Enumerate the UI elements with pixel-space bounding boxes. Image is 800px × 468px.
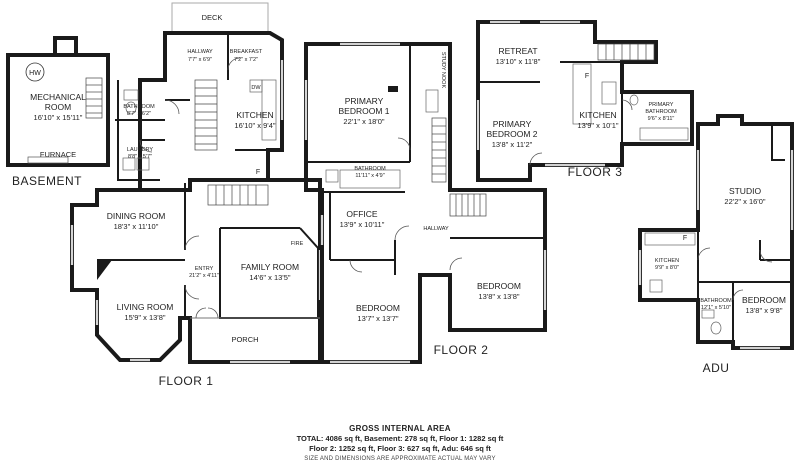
floor3-label: FLOOR 3 [568, 165, 623, 179]
studio-name: STUDIO [729, 186, 762, 196]
area-disclaimer: SIZE AND DIMENSIONS ARE APPROXIMATE ACTU… [304, 456, 496, 462]
laundry-name: LAUNDRY [127, 147, 154, 153]
basement-plan [6, 36, 110, 167]
bedroom2a-name: BEDROOM [356, 303, 400, 313]
area-floors-line: Floor 2: 1252 sq ft, Floor 3: 627 sq ft,… [309, 444, 491, 453]
fire-label: FIRE [291, 241, 304, 247]
study-nook-label: STUDY NOOK [440, 52, 446, 89]
bath-adu-dims: 12'1" x 5'10" [701, 305, 731, 311]
floor3-plan [476, 20, 694, 182]
primary-bedroom2-name: PRIMARY [493, 119, 532, 129]
primary-bedroom1-name-2: BEDROOM 1 [338, 106, 389, 116]
furnace-label: FURNACE [40, 150, 76, 159]
family-room-dims: 14'6" x 13'5" [249, 273, 290, 282]
entry-name: ENTRY [195, 266, 214, 272]
primary-bathroom-name: PRIMARY [649, 102, 674, 108]
mechanical-room-name-2: ROOM [45, 102, 71, 112]
bathroom-b-name: BATHROOM [123, 104, 155, 110]
bathroom2-name: BATHROOM [354, 166, 386, 172]
primary-bedroom1-name: PRIMARY [345, 96, 384, 106]
laundry-dims: 8'8" x 5'7" [128, 154, 152, 160]
bath-adu-name: BATHROOM [700, 298, 732, 304]
floor2-plan [304, 42, 547, 364]
bedroom2b-dims: 13'8" x 13'8" [478, 292, 519, 301]
hallway1-name: HALLWAY [187, 49, 213, 55]
breakfast-dims: 7'2" x 7'2" [234, 57, 258, 63]
fridge-label-3: F [585, 73, 589, 80]
primary-bathroom-dims: 9'6" x 8'11" [648, 116, 675, 122]
office-dims: 13'9" x 10'11" [340, 220, 385, 229]
adu-plan [638, 114, 794, 350]
porch-label: PORCH [231, 335, 258, 344]
primary-bedroom2-name-2: BEDROOM 2 [486, 129, 537, 139]
breakfast-name: BREAKFAST [230, 49, 263, 55]
primary-bathroom-name-2: BATHROOM [645, 109, 677, 115]
kitchen3-dims: 13'9" x 10'1" [577, 121, 618, 130]
dining-room-dims: 18'3" x 11'10" [114, 222, 159, 231]
basement-label: BASEMENT [12, 174, 82, 188]
kitchen1-dims: 16'10" x 9'4" [234, 121, 275, 130]
retreat-dims: 13'10" x 11'8" [496, 57, 541, 66]
area-total-line: TOTAL: 4086 sq ft, Basement: 278 sq ft, … [296, 434, 504, 443]
hw-label: HW [29, 70, 41, 77]
floor2-label: FLOOR 2 [434, 343, 489, 357]
studio-dims: 22'2" x 16'0" [724, 197, 765, 206]
mechanical-room-name: MECHANICAL [30, 92, 86, 102]
dw-label: DW [251, 85, 261, 91]
bedroom-adu-name: BEDROOM [742, 295, 786, 305]
kitchen-adu-name: KITCHEN [655, 258, 679, 264]
office-name: OFFICE [346, 209, 377, 219]
living-room-dims: 15'9" x 13'8" [124, 313, 165, 322]
hallway1-dims: 7'7" x 6'9" [188, 57, 212, 63]
retreat-name: RETREAT [498, 46, 537, 56]
floor1-plan [70, 2, 322, 364]
dining-room-name: DINING ROOM [107, 211, 166, 221]
kitchen1-name: KITCHEN [236, 110, 273, 120]
gross-internal-area: GROSS INTERNAL AREA TOTAL: 4086 sq ft, B… [0, 424, 800, 464]
bedroom2b-name: BEDROOM [477, 281, 521, 291]
fridge-label-1: F [256, 169, 260, 176]
adu-label: ADU [703, 361, 730, 375]
bedroom-adu-dims: 13'8" x 9'8" [746, 306, 783, 315]
entry-dims: 21'2" x 4'11" [189, 273, 219, 279]
deck-label: DECK [202, 13, 223, 22]
primary-bedroom1-dims: 22'1" x 18'0" [343, 117, 384, 126]
primary-bedroom2-dims: 13'8" x 11'2" [492, 140, 533, 149]
kitchen3-name: KITCHEN [579, 110, 616, 120]
bedroom2a-dims: 13'7" x 13'7" [357, 314, 398, 323]
mechanical-room-dims: 16'10" x 15'11" [34, 113, 83, 122]
bathroom2-dims: 11'11" x 4'9" [355, 173, 384, 179]
fridge-label-adu: F [683, 235, 687, 242]
kitchen-adu-dims: 9'9" x 8'0" [655, 265, 679, 271]
family-room-name: FAMILY ROOM [241, 262, 299, 272]
area-title: GROSS INTERNAL AREA [349, 424, 451, 433]
bathroom-b-dims: 8'7" x 6'2" [127, 111, 151, 117]
living-room-name: LIVING ROOM [117, 302, 174, 312]
hallway2-name: HALLWAY [423, 226, 449, 232]
floor1-label: FLOOR 1 [159, 374, 214, 388]
